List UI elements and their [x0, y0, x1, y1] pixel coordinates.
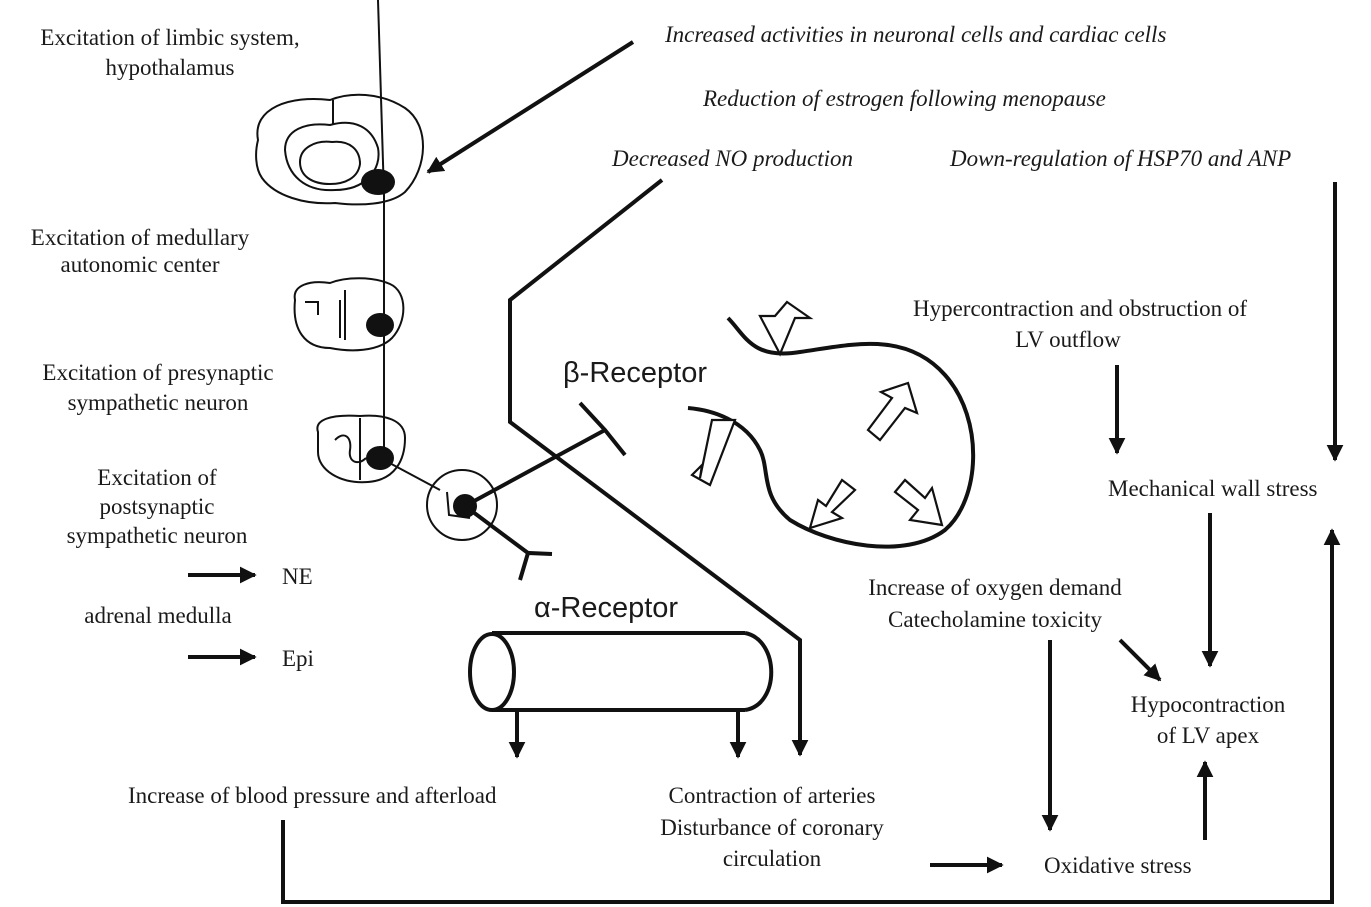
- postsynaptic-label: sympathetic neuron: [67, 523, 248, 548]
- postsynaptic-label: Excitation of: [97, 465, 217, 490]
- artery-cylinder: [468, 631, 774, 712]
- no-pathway-line: [508, 178, 809, 757]
- oxidative-stress-label: Oxidative stress: [1044, 853, 1192, 878]
- bp-loop-line: [281, 528, 1341, 904]
- limbic-label: hypothalamus: [105, 55, 234, 80]
- postsynaptic-label: postsynaptic: [100, 494, 215, 519]
- epi-label: Epi: [282, 646, 314, 671]
- blood-pressure-label: Increase of blood pressure and afterload: [128, 783, 497, 808]
- ne-label: NE: [282, 564, 313, 589]
- catecholamine-label: Catecholamine toxicity: [888, 607, 1102, 632]
- beta-receptor-label: β-Receptor: [563, 357, 707, 389]
- spinal-cord-section: [316, 414, 407, 484]
- no-production-factor: Decreased NO production: [611, 146, 853, 171]
- brain-coronal-section: [255, 93, 424, 206]
- medulla-section: [293, 277, 405, 352]
- oxygen-demand-label: Increase of oxygen demand: [868, 575, 1122, 600]
- adrenal-medulla-label: adrenal medulla: [84, 603, 232, 628]
- presynaptic-label: Excitation of presynaptic: [42, 360, 273, 385]
- ventricle-inward-arrow: [893, 478, 944, 527]
- ventricle-inward-arrow: [808, 478, 857, 530]
- arteries-label: Contraction of arteries: [669, 783, 876, 808]
- activities-arrow: [426, 40, 635, 174]
- ventricle-inward-arrow: [690, 418, 737, 487]
- wall-stress-label: Mechanical wall stress: [1108, 476, 1318, 501]
- hypocontraction-label: Hypocontraction: [1131, 692, 1286, 717]
- receptor-branches: [463, 401, 627, 581]
- arteries-label: circulation: [723, 846, 822, 871]
- limbic-label: Excitation of limbic system,: [40, 25, 299, 50]
- medullary-label: autonomic center: [60, 252, 219, 277]
- hypocontraction-label: of LV apex: [1157, 723, 1260, 748]
- estrogen-factor: Reduction of estrogen following menopaus…: [702, 86, 1106, 111]
- hypercontraction-label: LV outflow: [1015, 327, 1121, 352]
- alpha-receptor-label: α-Receptor: [534, 592, 678, 624]
- hsp70-anp-factor: Down-regulation of HSP70 and ANP: [949, 146, 1291, 171]
- arteries-label: Disturbance of coronary: [660, 815, 884, 840]
- neuronal-activity-factor: Increased activities in neuronal cells a…: [664, 22, 1166, 47]
- medullary-label: Excitation of medullary: [31, 225, 250, 250]
- oxygen-to-hypo-arrow: [1118, 638, 1162, 682]
- left-ventricle-shape: [687, 316, 976, 549]
- hypercontraction-label: Hypercontraction and obstruction of: [913, 296, 1247, 321]
- ventricle-inward-arrow: [866, 381, 919, 442]
- presynaptic-label: sympathetic neuron: [68, 390, 249, 415]
- ventricle-inward-arrow: [758, 300, 814, 357]
